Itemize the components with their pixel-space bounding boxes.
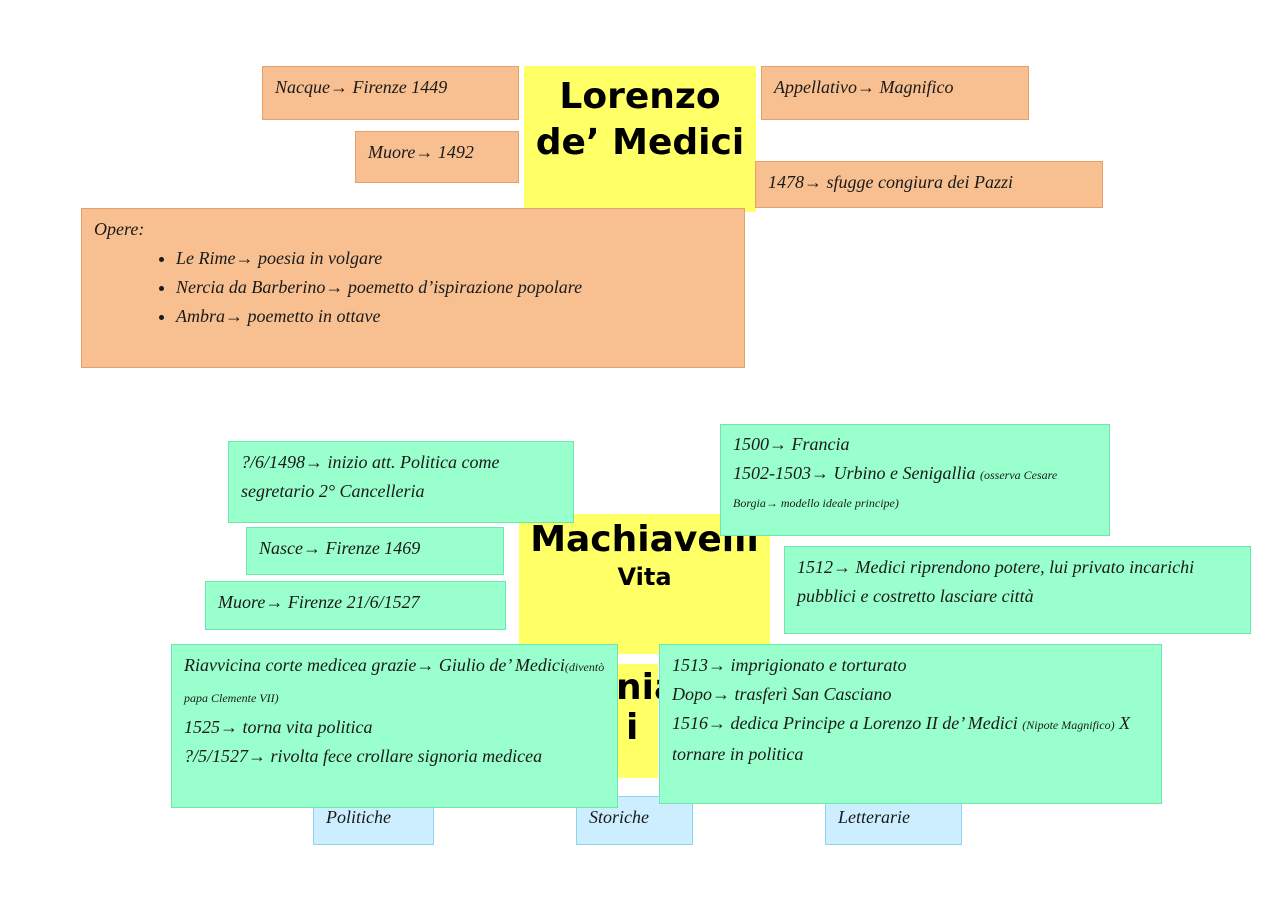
machiavelli-works-politiche: Politiche — [326, 807, 391, 827]
machiavelli-born: Nasce→ Firenze 1469 — [259, 538, 421, 558]
machiavelli-died-box: Muore→ Firenze 21/6/1527 — [205, 581, 506, 630]
machiavelli-works-storiche-box: Storiche — [576, 796, 693, 845]
machiavelli-works-letterarie-box: Letterarie — [825, 796, 962, 845]
lorenzo-pazzi: 1478→ sfugge congiura dei Pazzi — [768, 172, 1013, 192]
lorenzo-works-list: Le Rime→ poesia in volgare Nercia da Bar… — [94, 244, 732, 331]
machiavelli-after: Dopo→ trasferì San Casciano — [672, 684, 892, 704]
machiavelli-prison-box: 1513→ imprigionato e torturato Dopo→ tra… — [659, 644, 1162, 804]
lorenzo-appellative: Appellativo→ Magnifico — [774, 77, 954, 97]
lorenzo-born-box: Nacque→ Firenze 1449 — [262, 66, 519, 120]
machiavelli-revolt-1527: ?/5/1527→ rivolta fece crollare signoria… — [184, 746, 543, 766]
machiavelli-court: Riavvicina corte medicea grazie→ Giulio … — [184, 655, 565, 675]
machiavelli-works-title-fragment: i — [626, 707, 639, 748]
machiavelli-politics-start: ?/6/1498→ inizio att. Politica come segr… — [241, 452, 500, 501]
lorenzo-title-box: Lorenzo de’ Medici — [524, 66, 756, 212]
lorenzo-appellative-box: Appellativo→ Magnifico — [761, 66, 1029, 120]
machiavelli-urbino-line: 1502-1503→ Urbino e Senigallia (osserva … — [733, 460, 1097, 516]
lorenzo-title: Lorenzo de’ Medici — [535, 76, 745, 163]
machiavelli-court-line: Riavvicina corte medicea grazie→ Giulio … — [184, 651, 605, 713]
machiavelli-works-letterarie: Letterarie — [838, 807, 910, 827]
machiavelli-urbino-note: (osserva Cesare Borgia→ modello ideale p… — [733, 468, 1058, 510]
lorenzo-work-item: Nercia da Barberino→ poemetto d’ispirazi… — [176, 273, 732, 302]
machiavelli-court-note: (diventò papa Clemente VII) — [184, 660, 605, 705]
machiavelli-born-box: Nasce→ Firenze 1469 — [246, 527, 504, 575]
machiavelli-prince-1516: 1516→ dedica Principe a Lorenzo II de’ M… — [672, 713, 1018, 733]
lorenzo-died: Muore→ 1492 — [368, 142, 474, 162]
machiavelli-france: 1500→ Francia — [733, 434, 850, 454]
lorenzo-died-box: Muore→ 1492 — [355, 131, 519, 183]
lorenzo-work-item: Le Rime→ poesia in volgare — [176, 244, 732, 273]
machiavelli-prince-tail: X tornare in politica — [672, 713, 1131, 764]
lorenzo-born: Nacque→ Firenze 1449 — [275, 77, 448, 97]
machiavelli-died: Muore→ Firenze 21/6/1527 — [218, 592, 420, 612]
machiavelli-prince-note: (Nipote Magnifico) — [1022, 718, 1115, 732]
machiavelli-politics-start-box: ?/6/1498→ inizio att. Politica come segr… — [228, 441, 574, 523]
machiavelli-subtitle: Vita — [617, 563, 672, 591]
machiavelli-court-box: Riavvicina corte medicea grazie→ Giulio … — [171, 644, 618, 808]
machiavelli-works-title-fragment: nia — [616, 667, 679, 708]
machiavelli-medici-return: 1512→ Medici riprendono potere, lui priv… — [797, 557, 1195, 606]
lorenzo-works-heading: Opere: — [94, 219, 145, 239]
machiavelli-works-storiche: Storiche — [589, 807, 649, 827]
lorenzo-pazzi-box: 1478→ sfugge congiura dei Pazzi — [755, 161, 1103, 208]
machiavelli-works-title-box: nia i — [616, 664, 679, 778]
machiavelli-prince-line: 1516→ dedica Principe a Lorenzo II de’ M… — [672, 709, 1149, 769]
machiavelli-medici-return-box: 1512→ Medici riprendono potere, lui priv… — [784, 546, 1251, 634]
machiavelli-prison-1513: 1513→ imprigionato e torturato — [672, 655, 907, 675]
machiavelli-france-urbino-box: 1500→ Francia 1502-1503→ Urbino e Seniga… — [720, 424, 1110, 536]
lorenzo-works-box: Opere: Le Rime→ poesia in volgare Nercia… — [81, 208, 745, 368]
lorenzo-work-item: Ambra→ poemetto in ottave — [176, 302, 732, 331]
machiavelli-urbino: 1502-1503→ Urbino e Senigallia — [733, 463, 976, 483]
machiavelli-return-1525: 1525→ torna vita politica — [184, 717, 373, 737]
